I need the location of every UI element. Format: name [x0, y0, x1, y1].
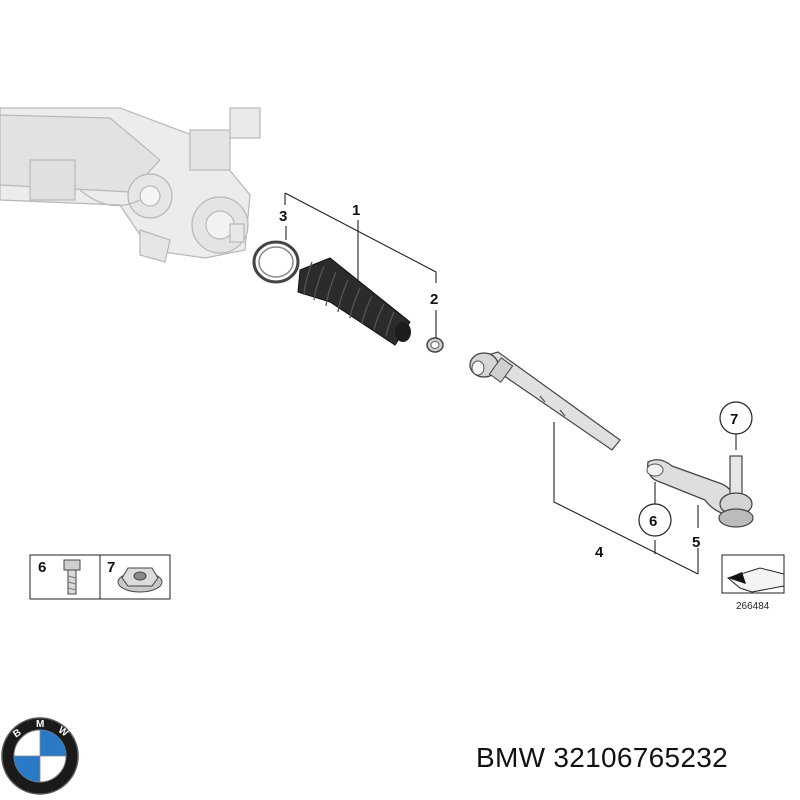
brand-caption: BMW 32106765232 — [476, 742, 729, 773]
small-clamp-part-2 — [426, 337, 444, 353]
callout-5: 5 — [692, 534, 700, 551]
tie-rod-part-4 — [469, 351, 621, 451]
callout-1: 1 — [352, 202, 360, 219]
callout-6-circled: 6 — [638, 503, 672, 537]
tie-rod-end-part-5 — [646, 455, 754, 528]
logo-letter-m: M — [36, 719, 44, 730]
hardware-inset: 6 7 — [29, 554, 171, 600]
callout-leader-lines — [284, 192, 737, 575]
svg-text:7: 7 — [730, 411, 738, 428]
callout-3: 3 — [279, 208, 287, 225]
callout-7-circled: 7 — [719, 401, 753, 435]
callout-4: 4 — [595, 544, 604, 561]
inset-label-6: 6 — [38, 559, 46, 576]
steering-gear-housing — [0, 107, 261, 263]
inset-label-7: 7 — [107, 559, 115, 576]
clamp-ring-part-3 — [252, 240, 300, 284]
bolt-icon — [63, 559, 81, 595]
svg-text:6: 6 — [649, 513, 657, 530]
flange-nut-icon — [117, 567, 163, 593]
callout-2: 2 — [430, 291, 438, 308]
reference-box: 266484 — [721, 554, 785, 612]
reference-number: 266484 — [736, 601, 770, 612]
bmw-logo: B M W — [1, 717, 79, 795]
bellows-boot-part-1 — [297, 257, 411, 346]
